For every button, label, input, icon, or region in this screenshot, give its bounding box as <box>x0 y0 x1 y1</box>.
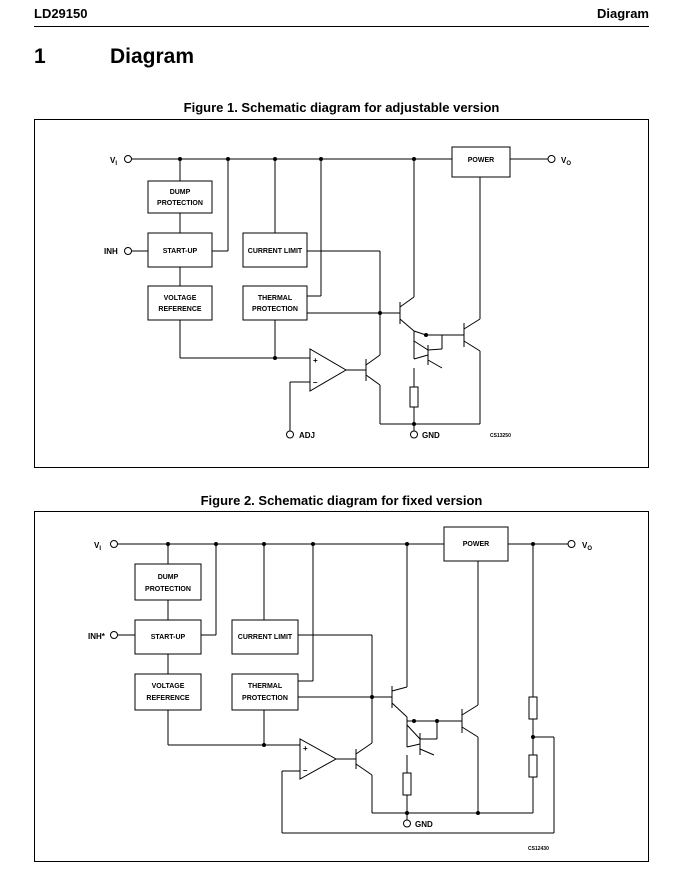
figure1-gnd-terminal <box>410 430 418 439</box>
figure2-dump-label-1: DUMP <box>158 574 179 581</box>
figure2-power-label: POWER <box>463 541 489 548</box>
figure2-resistor-emitter <box>402 772 412 796</box>
figure2-resistor-divider-bottom <box>528 754 538 778</box>
figure2-inh-terminal <box>110 631 118 639</box>
figure2-ref-code: CS12430 <box>528 846 549 852</box>
svg-text:+: + <box>303 744 308 753</box>
figure2-inh-label: INH* <box>88 632 106 641</box>
figure1-thermal-protection-block <box>242 285 308 321</box>
figure1-thermal-label-2: PROTECTION <box>252 306 298 313</box>
figure2-dump-protection-block <box>134 563 202 601</box>
section-title: Diagram <box>110 45 195 68</box>
figure2-vo-terminal <box>567 540 576 548</box>
figure1-vi-terminal <box>124 155 132 163</box>
header-section-name: Diagram <box>596 6 649 21</box>
figure2-dump-label-2: PROTECTION <box>145 586 191 593</box>
figure2-vref-label-2: REFERENCE <box>146 695 190 702</box>
figure2-vi-label: VI <box>94 541 101 552</box>
figure2-thermal-label-1: THERMAL <box>248 683 283 690</box>
figure1-vref-label-2: REFERENCE <box>158 306 202 313</box>
figure2-power-block <box>443 526 509 562</box>
figure1-vref-label-1: VOLTAGE <box>164 295 197 302</box>
section-number: 1 <box>34 45 46 68</box>
figure2-startup-block <box>134 619 202 655</box>
figure1-caption: Figure 1. Schematic diagram for adjustab… <box>183 100 500 115</box>
figure2-error-amplifier <box>299 738 338 780</box>
figure1-ref-code: CS13250 <box>490 433 511 439</box>
figure1-current-limit-label: CURRENT LIMIT <box>248 248 303 255</box>
figure1-vo-label: VO <box>561 156 571 167</box>
svg-text:–: – <box>313 378 318 387</box>
figure2-startup-label: START-UP <box>151 634 186 641</box>
header-rule <box>34 26 649 27</box>
header-part-number: LD29150 <box>34 6 88 21</box>
figure1-gnd-label: GND <box>422 431 440 440</box>
figure2-current-limit-block <box>231 619 299 655</box>
figure1-voltage-reference-block <box>147 285 213 321</box>
figure2-caption: Figure 2. Schematic diagram for fixed ve… <box>200 493 483 508</box>
figure2-vi-terminal <box>110 540 118 548</box>
figure1-power-block <box>451 146 511 178</box>
figure2-voltage-reference-block <box>134 673 202 711</box>
figure2-vref-label-1: VOLTAGE <box>152 683 185 690</box>
figure1-vi-label: VI <box>110 156 117 167</box>
figure1-adj-terminal <box>286 430 294 439</box>
figure1-power-label: POWER <box>468 157 494 164</box>
figure1-resistor <box>409 386 419 408</box>
figure1-vo-terminal <box>547 155 556 163</box>
figure2-current-limit-label: CURRENT LIMIT <box>238 634 293 641</box>
figure1-adj-label: ADJ <box>299 431 315 440</box>
figure1-current-limit-block <box>242 232 308 268</box>
figure1-dump-label-1: DUMP <box>170 189 191 196</box>
figure1-startup-block <box>147 232 213 268</box>
figure2-gnd-label: GND <box>415 820 433 829</box>
figure1-thermal-label-1: THERMAL <box>258 295 293 302</box>
figure2-gnd-terminal <box>403 819 411 828</box>
figure1-dump-protection-block <box>147 180 213 214</box>
figure1-inh-terminal <box>124 247 132 255</box>
figure2-schematic: VI POWER VO DUMP PROTECTION INH* START-U… <box>34 511 649 862</box>
figure2-resistor-divider-top <box>528 696 538 720</box>
figure1-startup-label: START-UP <box>163 248 198 255</box>
figure1-schematic: VI POWER VO DUMP PROTECTION INH START-UP… <box>34 119 649 468</box>
figure2-thermal-protection-block <box>231 673 299 711</box>
svg-text:–: – <box>303 766 308 775</box>
figure2-thermal-label-2: PROTECTION <box>242 695 288 702</box>
figure1-frame <box>34 119 649 468</box>
figure1-dump-label-2: PROTECTION <box>157 200 203 207</box>
figure1-inh-label: INH <box>104 247 118 256</box>
figure2-frame <box>34 511 649 862</box>
figure1-error-amplifier <box>309 348 347 392</box>
figure2-vo-label: VO <box>582 541 592 552</box>
svg-text:+: + <box>313 356 318 365</box>
